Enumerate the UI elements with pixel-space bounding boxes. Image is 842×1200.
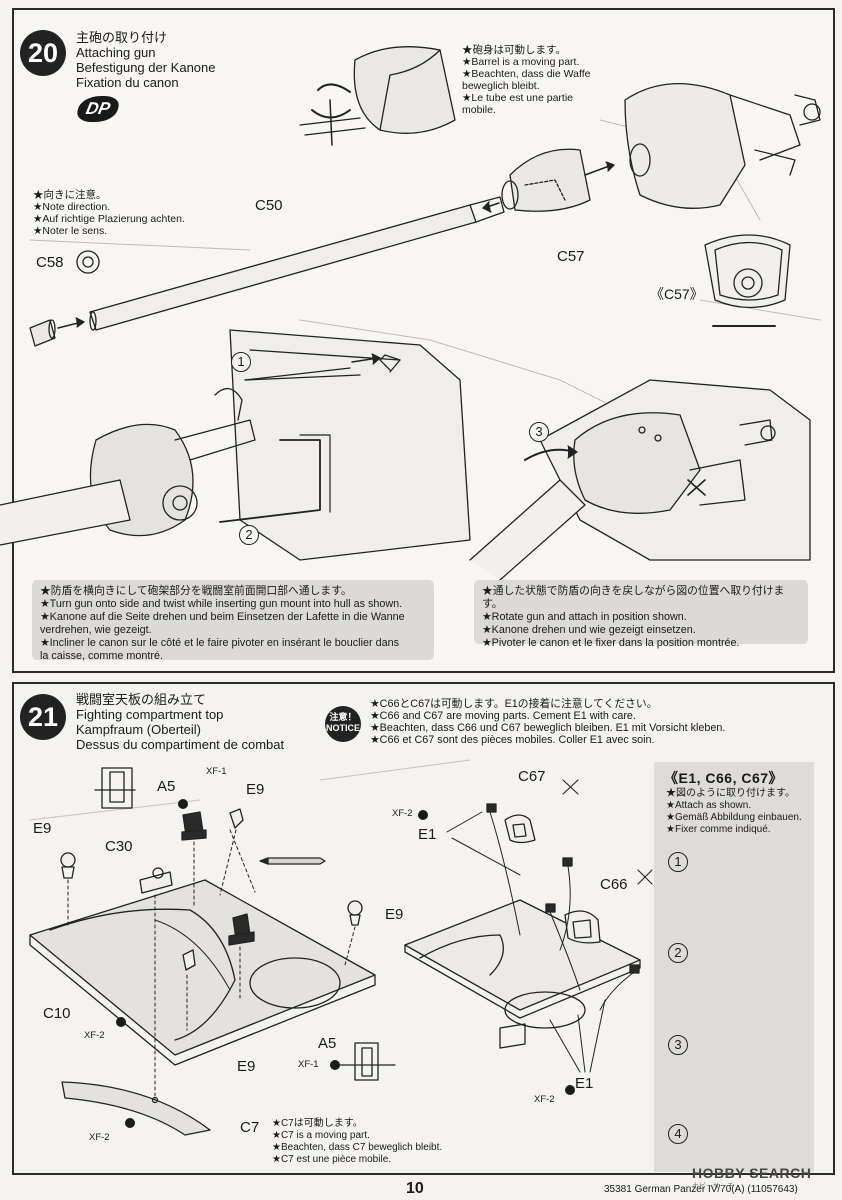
step-20-number: 20	[20, 30, 66, 76]
label-c66: C66	[600, 876, 628, 893]
label-c57: C57	[557, 248, 585, 265]
label-e9-top: E9	[246, 781, 265, 798]
hobby-knife-icon	[259, 857, 326, 865]
page-number: 10	[406, 1180, 424, 1197]
label-e9-left: E9	[33, 820, 52, 837]
step-marker-1: 1	[231, 352, 251, 372]
step-21-number: 21	[20, 694, 66, 740]
label-c50: C50	[255, 197, 283, 214]
label-e9-right: E9	[385, 906, 404, 923]
notice-badge: 注意！ NOTICE	[325, 706, 361, 742]
kit-info: 35381 German Panzer IV/70(A) (11057643)	[604, 1184, 798, 1195]
label-c67: C67	[518, 768, 546, 785]
gun-insert-sideways-illustration	[0, 329, 471, 561]
label-c57-detail: 《C57》	[650, 286, 704, 302]
label-xf2-left: XF-2	[84, 1030, 105, 1041]
c7-arc-part	[61, 1081, 211, 1136]
title-jp: 主砲の取り付け	[76, 30, 168, 45]
label-a5-top: A5	[157, 778, 176, 795]
label-c30: C30	[105, 838, 133, 855]
sidebar-step-1: 1	[668, 852, 688, 872]
sidebar-header: 《E1, C66, C67》	[664, 770, 784, 786]
step21-small-parts	[60, 767, 396, 1081]
title-fr: Fixation du canon	[76, 75, 179, 90]
sidebar-step-3: 3	[668, 1035, 688, 1055]
middle-roof-plate	[404, 899, 641, 1049]
title-de: Befestigung der Kanone	[76, 60, 216, 75]
label-xf2-bottom: XF-2	[89, 1132, 110, 1143]
sidebar-step-2: 2	[668, 943, 688, 963]
label-a5-bottom: A5	[318, 1035, 337, 1052]
label-c58: C58	[36, 254, 64, 271]
c50-barrel	[89, 196, 505, 331]
label-c7: C7	[240, 1119, 260, 1136]
instruction-insert-gun: ★防盾を横向きにして砲架部分を戦闘室前面開口部へ通します。 ★Turn gun …	[32, 580, 434, 662]
label-e1-bottom: E1	[575, 1075, 594, 1092]
watermark-logo: HOBBY SEARCH ホビーサーチ	[692, 1165, 812, 1190]
label-xf2-mid-bottom: XF-2	[534, 1094, 555, 1105]
c67-c66-hinges	[486, 803, 640, 974]
step-20-title: 主砲の取り付け Attaching gun Befestigung der Ka…	[76, 30, 216, 90]
title-fr: Dessus du compartiment de combat	[76, 737, 285, 752]
mantlet-rotation-illustration	[299, 46, 456, 146]
title-de: Kampfraum (Oberteil)	[76, 722, 201, 737]
instruction-rotate-gun: ★通した状態で防盾の向きを戻しながら図の位置へ取り付けます。 ★Rotate g…	[474, 580, 808, 649]
moving-parts-notice: ★C66とC67は可動します。E1の接着に注意してください。 ★C66 and …	[370, 698, 726, 746]
label-xf2-mid: XF-2	[392, 808, 413, 819]
c58-part	[29, 250, 100, 347]
paint-dots	[116, 799, 575, 1128]
sidebar-note: ★図のように取り付けます。 ★Attach as shown. ★Gemäß A…	[666, 788, 802, 835]
title-en: Fighting compartment top	[76, 707, 224, 722]
label-e1-top: E1	[418, 826, 437, 843]
c57-part	[501, 148, 591, 212]
screwdriver-icon	[562, 779, 653, 885]
step-21-title: 戦闘室天板の組み立て Fighting compartment top Kamp…	[76, 692, 284, 752]
sidebar-step-4: 4	[668, 1124, 688, 1144]
title-jp: 戦闘室天板の組み立て	[76, 692, 207, 707]
step-marker-3: 3	[529, 422, 549, 442]
direction-note: ★向きに注意。 ★Note direction. ★Auf richtige P…	[33, 189, 185, 237]
c10-roof-plate	[29, 879, 376, 1066]
step-marker-2: 2	[239, 525, 259, 545]
step-21-panel	[12, 682, 835, 1175]
label-e9-bottom: E9	[237, 1058, 256, 1075]
label-xf1-bottom: XF-1	[298, 1059, 319, 1070]
label-xf1-top: XF-1	[206, 766, 227, 777]
gun-mount-top-right	[624, 82, 821, 209]
label-c10: C10	[43, 1005, 71, 1022]
c7-moving-note: ★C7は可動します。 ★C7 is a moving part. ★Beacht…	[272, 1118, 443, 1165]
barrel-moving-note: ★砲身は可動します。 ★Barrel is a moving part. ★Be…	[462, 44, 591, 116]
title-en: Attaching gun	[76, 45, 156, 60]
gun-installed-illustration	[469, 379, 811, 581]
c57-detail-view	[704, 234, 791, 327]
e1-c66-c67-sidebar: 《E1, C66, C67》 ★図のように取り付けます。 ★Attach as …	[654, 762, 814, 1172]
